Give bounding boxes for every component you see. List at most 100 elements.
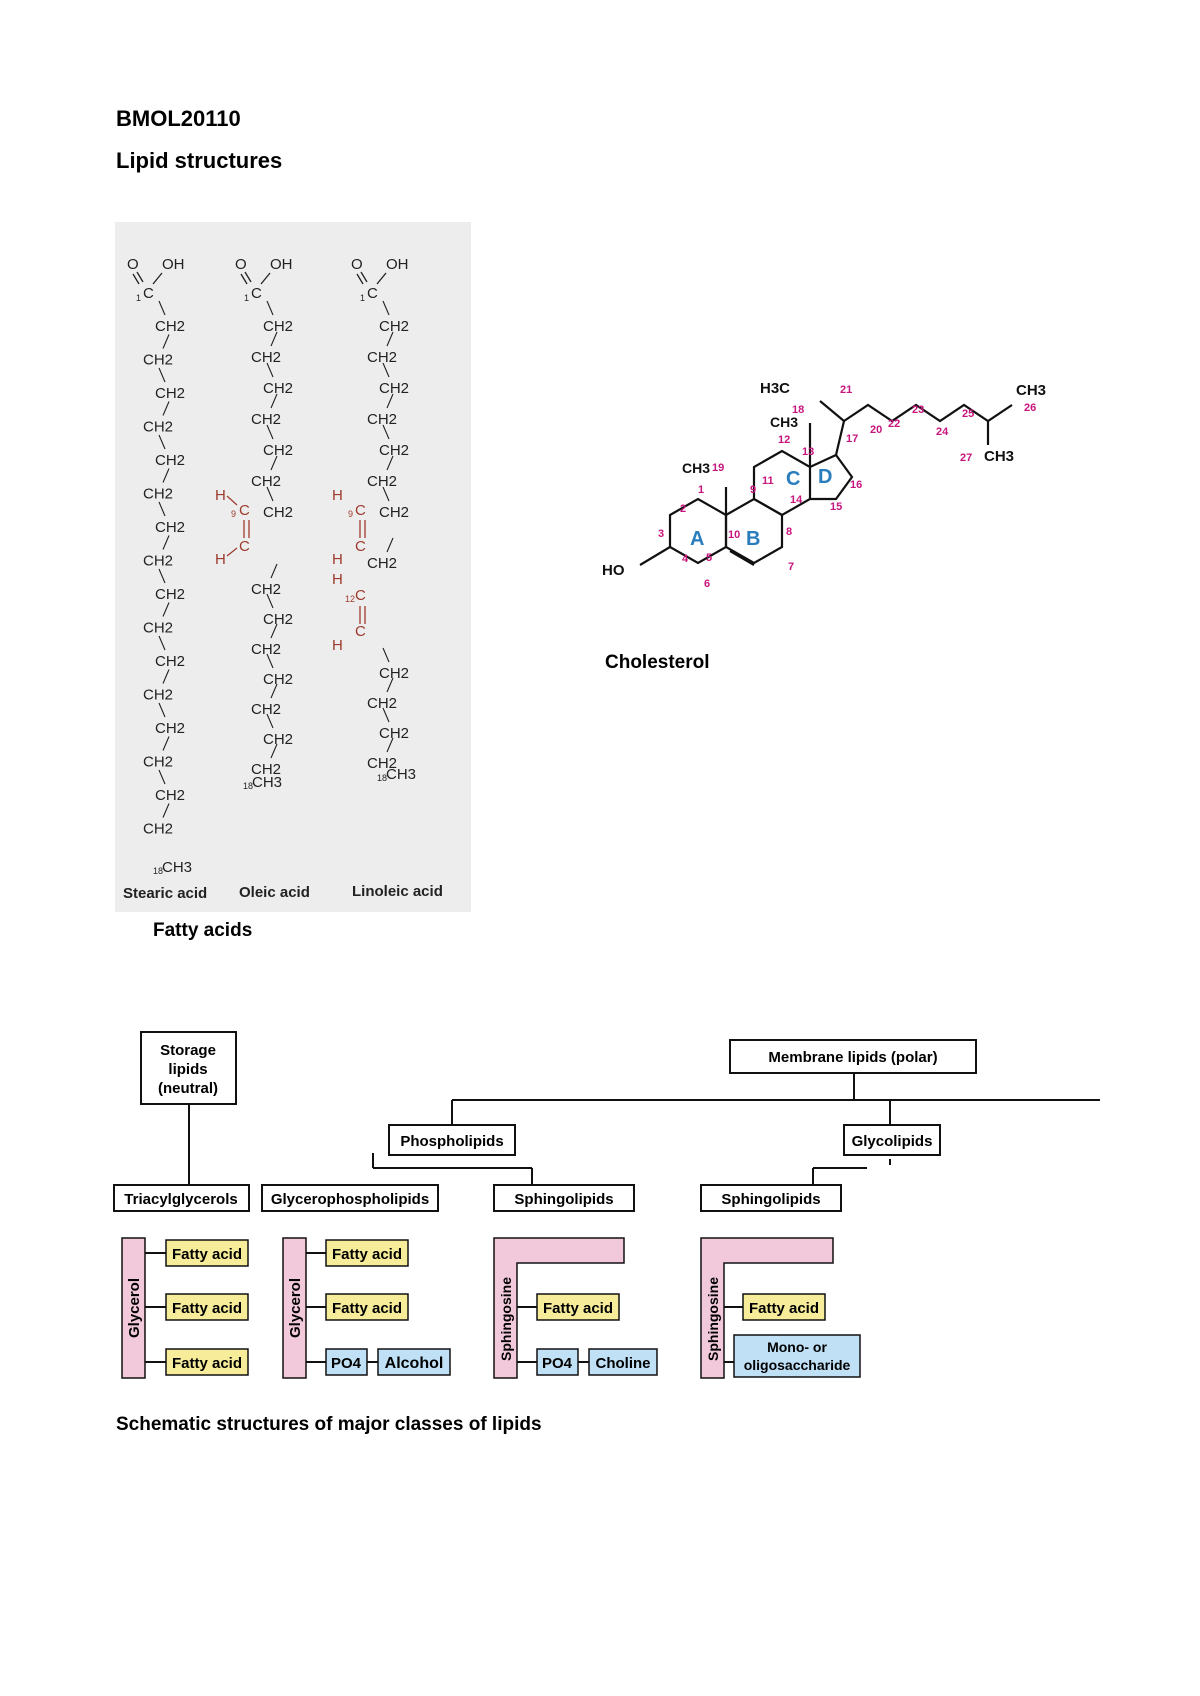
ch2-group: CH2 [379, 725, 409, 742]
linoleic-ch3: CH3 [386, 766, 416, 783]
storage-lipids-box: Storage lipids (neutral) [140, 1031, 237, 1105]
svg-text:H: H [332, 637, 343, 654]
svg-text:Glycolipids: Glycolipids [852, 1133, 933, 1150]
membrane-lipids-box: Membrane lipids (polar) [729, 1039, 977, 1074]
ch2-group: CH2 [251, 349, 281, 366]
svg-text:12: 12 [345, 594, 355, 604]
cholesterol-caption: Cholesterol [605, 652, 710, 673]
linoleic-o: O [351, 256, 363, 273]
oleic-c1-num: 1 [244, 293, 249, 303]
stearic-c1-num: 1 [136, 293, 141, 303]
ch2-group: CH2 [143, 687, 173, 704]
svg-text:Fatty acid: Fatty acid [172, 1246, 242, 1263]
stearic-c1: C [143, 285, 154, 302]
svg-text:Storage: Storage [160, 1042, 216, 1059]
linoleic-c18-num: 18 [377, 773, 387, 783]
triacylglycerol-schematic: Glycerol Fatty acid Fatty acid Fatty aci… [121, 1237, 249, 1379]
ch2-group: CH2 [263, 611, 293, 628]
atom-number: 27 [960, 452, 972, 464]
atom-number: 19 [712, 462, 724, 474]
svg-text:Phospholipids: Phospholipids [400, 1133, 503, 1150]
stearic-c18-num: 18 [153, 866, 163, 876]
atom-number: 22 [888, 418, 900, 430]
atom-number: 8 [786, 526, 792, 538]
svg-text:Sphingosine: Sphingosine [705, 1277, 721, 1361]
ch2-group: CH2 [155, 586, 185, 603]
oleic-c1: C [251, 285, 262, 302]
atom-number: 11 [762, 475, 774, 487]
course-code: BMOL20110 [116, 106, 241, 131]
stearic-ch2-chain: CH2CH2CH2CH2CH2CH2CH2CH2CH2CH2CH2CH2CH2C… [143, 300, 185, 838]
svg-text:Fatty acid: Fatty acid [172, 1300, 242, 1317]
ch2-group: CH2 [379, 318, 409, 335]
svg-text:C: C [355, 623, 366, 640]
ring-c-label: C [786, 468, 800, 490]
atom-number: 17 [846, 433, 858, 445]
ch2-group: CH2 [155, 452, 185, 469]
stearic-ch3: CH3 [162, 859, 192, 876]
svg-text:C: C [355, 538, 366, 555]
atom-number: 15 [830, 501, 842, 513]
ch2-group: CH2 [251, 411, 281, 428]
ch2-group: CH2 [251, 641, 281, 658]
lipid-classes-caption: Schematic structures of major classes of… [116, 1414, 542, 1435]
svg-text:oligosaccharide: oligosaccharide [744, 1357, 851, 1373]
triacylglycerols-box: Triacylglycerols [113, 1184, 250, 1212]
svg-text:C: C [239, 502, 250, 519]
ch2-group: CH2 [155, 720, 185, 737]
svg-text:9: 9 [231, 509, 236, 519]
cholesterol-ch3-18: CH3 [770, 414, 798, 430]
svg-text:Glycerol: Glycerol [287, 1278, 304, 1338]
ch2-group: CH2 [143, 419, 173, 436]
ch2-group: CH2 [367, 695, 397, 712]
glycerophospholipid-schematic: Glycerol Fatty acid Fatty acid PO4 Alcoh… [282, 1237, 451, 1379]
atom-number: 9 [750, 484, 756, 496]
svg-text:Fatty acid: Fatty acid [749, 1300, 819, 1317]
lipid-classes-diagram: Storage lipids (neutral) Membrane lipids… [113, 1031, 1100, 1379]
linoleic-acid-label: Linoleic acid [352, 883, 443, 900]
sphingolipid-glyco-schematic: Sphingosine Fatty acid Mono- or oligosac… [700, 1237, 861, 1379]
glycolipids-box: Glycolipids [843, 1124, 941, 1156]
atom-number: 4 [682, 553, 689, 565]
cholesterol-ch3-19: CH3 [682, 460, 710, 476]
cholesterol-h3c: H3C [760, 380, 790, 397]
svg-text:Fatty acid: Fatty acid [332, 1246, 402, 1263]
linoleic-double-bonds: H 9 C C H H 12 C C H [332, 487, 366, 654]
cholesterol-ch3-27: CH3 [984, 448, 1014, 465]
ch2-group: CH2 [155, 385, 185, 402]
ch2-group: CH2 [143, 352, 173, 369]
ring-d-label: D [818, 466, 832, 488]
atom-number: 3 [658, 528, 664, 540]
stearic-oh: OH [162, 256, 185, 273]
atom-number: 7 [788, 561, 794, 573]
ch2-group: CH2 [367, 755, 397, 772]
ch2-group: CH2 [251, 761, 281, 778]
svg-text:Triacylglycerols: Triacylglycerols [124, 1191, 237, 1208]
atom-number: 23 [912, 404, 924, 416]
stearic-acid-label: Stearic acid [123, 885, 207, 902]
ring-b-label: B [746, 528, 760, 550]
atom-number: 18 [792, 404, 804, 416]
stearic-o: O [127, 256, 139, 273]
atom-number: 13 [802, 446, 814, 458]
ch2-group: CH2 [367, 349, 397, 366]
svg-text:Glycerophospholipids: Glycerophospholipids [271, 1191, 429, 1208]
svg-text:Fatty acid: Fatty acid [543, 1300, 613, 1317]
page-title: Lipid structures [116, 148, 283, 173]
oleic-c18-num: 18 [243, 781, 253, 791]
ch2-group: CH2 [263, 671, 293, 688]
svg-text:H: H [332, 551, 343, 568]
atom-number: 2 [680, 503, 686, 515]
ch2-group: CH2 [379, 442, 409, 459]
ch2-group: CH2 [367, 411, 397, 428]
ch2-group: CH2 [367, 555, 397, 572]
cholesterol-ho: HO [602, 562, 625, 579]
ch2-group: CH2 [143, 821, 173, 838]
svg-text:Sphingosine: Sphingosine [498, 1277, 514, 1361]
ch2-group: CH2 [143, 754, 173, 771]
svg-text:C: C [239, 538, 250, 555]
atom-number: 10 [728, 529, 740, 541]
glycerophospholipids-box: Glycerophospholipids [261, 1184, 439, 1212]
